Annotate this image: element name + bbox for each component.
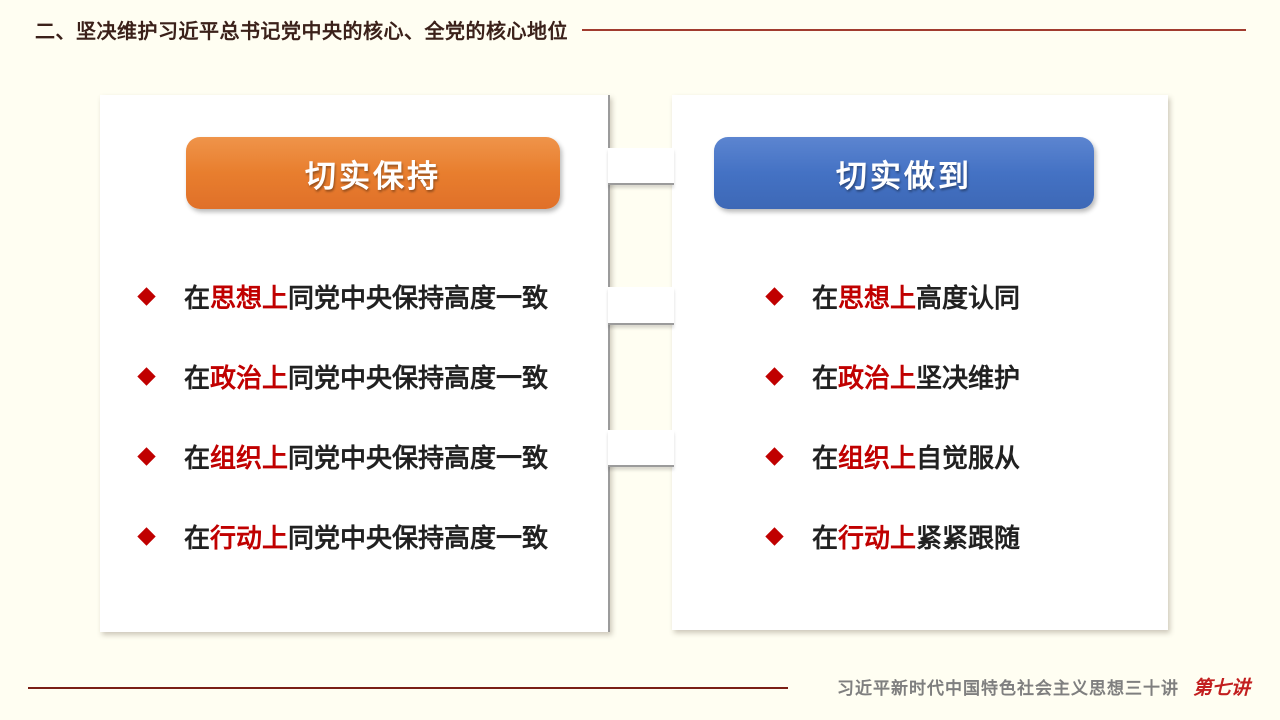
bullet-prefix: 在 [812,282,839,313]
diamond-bullet-icon [765,286,784,306]
bullet-prefix: 在 [812,442,839,473]
list-item-text: 在组织上同党中央保持高度一致 [184,438,548,475]
bullet-highlight: 组织上 [838,442,917,473]
left-card: 切实保持 在思想上同党中央保持高度一致 在政治上同党中央保持高度一致 在组织上同… [100,95,610,632]
bullet-prefix: 在 [184,442,211,473]
bullet-highlight: 组织上 [210,442,289,473]
list-item: 在组织上同党中央保持高度一致 [100,436,608,476]
bullet-rest: 同党中央保持高度一致 [288,442,549,473]
footer-rule-line [28,687,788,689]
diamond-bullet-icon [765,526,784,546]
connector-bridge [608,148,674,185]
list-item: 在政治上坚决维护 [672,356,1168,396]
list-item-text: 在思想上高度认同 [812,278,1020,315]
bullet-highlight: 思想上 [210,282,289,313]
bullet-rest: 同党中央保持高度一致 [288,362,549,393]
diamond-bullet-icon [765,366,784,386]
diamond-bullet-icon [137,526,156,546]
list-item-text: 在政治上坚决维护 [812,358,1020,395]
footer: 习近平新时代中国特色社会主义思想三十讲 第七讲 [837,672,1250,700]
diamond-bullet-icon [765,446,784,466]
bullet-highlight: 行动上 [210,522,289,553]
bullet-prefix: 在 [184,362,211,393]
bullet-rest: 自觉服从 [916,442,1021,473]
bullet-prefix: 在 [812,362,839,393]
list-item: 在政治上同党中央保持高度一致 [100,356,608,396]
list-item: 在组织上自觉服从 [672,436,1168,476]
left-card-header-pill: 切实保持 [186,137,560,209]
list-item-text: 在组织上自觉服从 [812,438,1020,475]
bullet-highlight: 政治上 [838,362,917,393]
diamond-bullet-icon [137,286,156,306]
list-item-text: 在思想上同党中央保持高度一致 [184,278,548,315]
page-title: 二、坚决维护习近平总书记党中央的核心、全党的核心地位 [35,21,568,43]
bullet-rest: 紧紧跟随 [916,522,1021,553]
connector-bridge [608,430,674,467]
bullet-highlight: 政治上 [210,362,289,393]
bullet-rest: 坚决维护 [916,362,1021,393]
bullet-rest: 高度认同 [916,282,1021,313]
right-card-header-pill: 切实做到 [714,137,1094,209]
list-item-text: 在行动上同党中央保持高度一致 [184,518,548,555]
list-item: 在行动上紧紧跟随 [672,516,1168,556]
diamond-bullet-icon [137,366,156,386]
title-rule-line [582,29,1246,31]
list-item: 在思想上高度认同 [672,276,1168,316]
list-item: 在行动上同党中央保持高度一致 [100,516,608,556]
bullet-highlight: 思想上 [838,282,917,313]
bullet-prefix: 在 [184,282,211,313]
footer-series-title: 习近平新时代中国特色社会主义思想三十讲 [836,678,1179,698]
list-item-text: 在政治上同党中央保持高度一致 [184,358,548,395]
diamond-bullet-icon [137,446,156,466]
list-item-text: 在行动上紧紧跟随 [812,518,1020,555]
connector-bridge [608,287,674,325]
bullet-rest: 同党中央保持高度一致 [288,282,549,313]
bullet-highlight: 行动上 [838,522,917,553]
footer-lecture-number: 第七讲 [1192,676,1250,699]
bullet-rest: 同党中央保持高度一致 [288,522,549,553]
right-card: 切实做到 在思想上高度认同 在政治上坚决维护 在组织上自觉服从 在行动上紧紧跟随 [672,95,1168,630]
bullet-prefix: 在 [812,522,839,553]
list-item: 在思想上同党中央保持高度一致 [100,276,608,316]
bullet-prefix: 在 [184,522,211,553]
